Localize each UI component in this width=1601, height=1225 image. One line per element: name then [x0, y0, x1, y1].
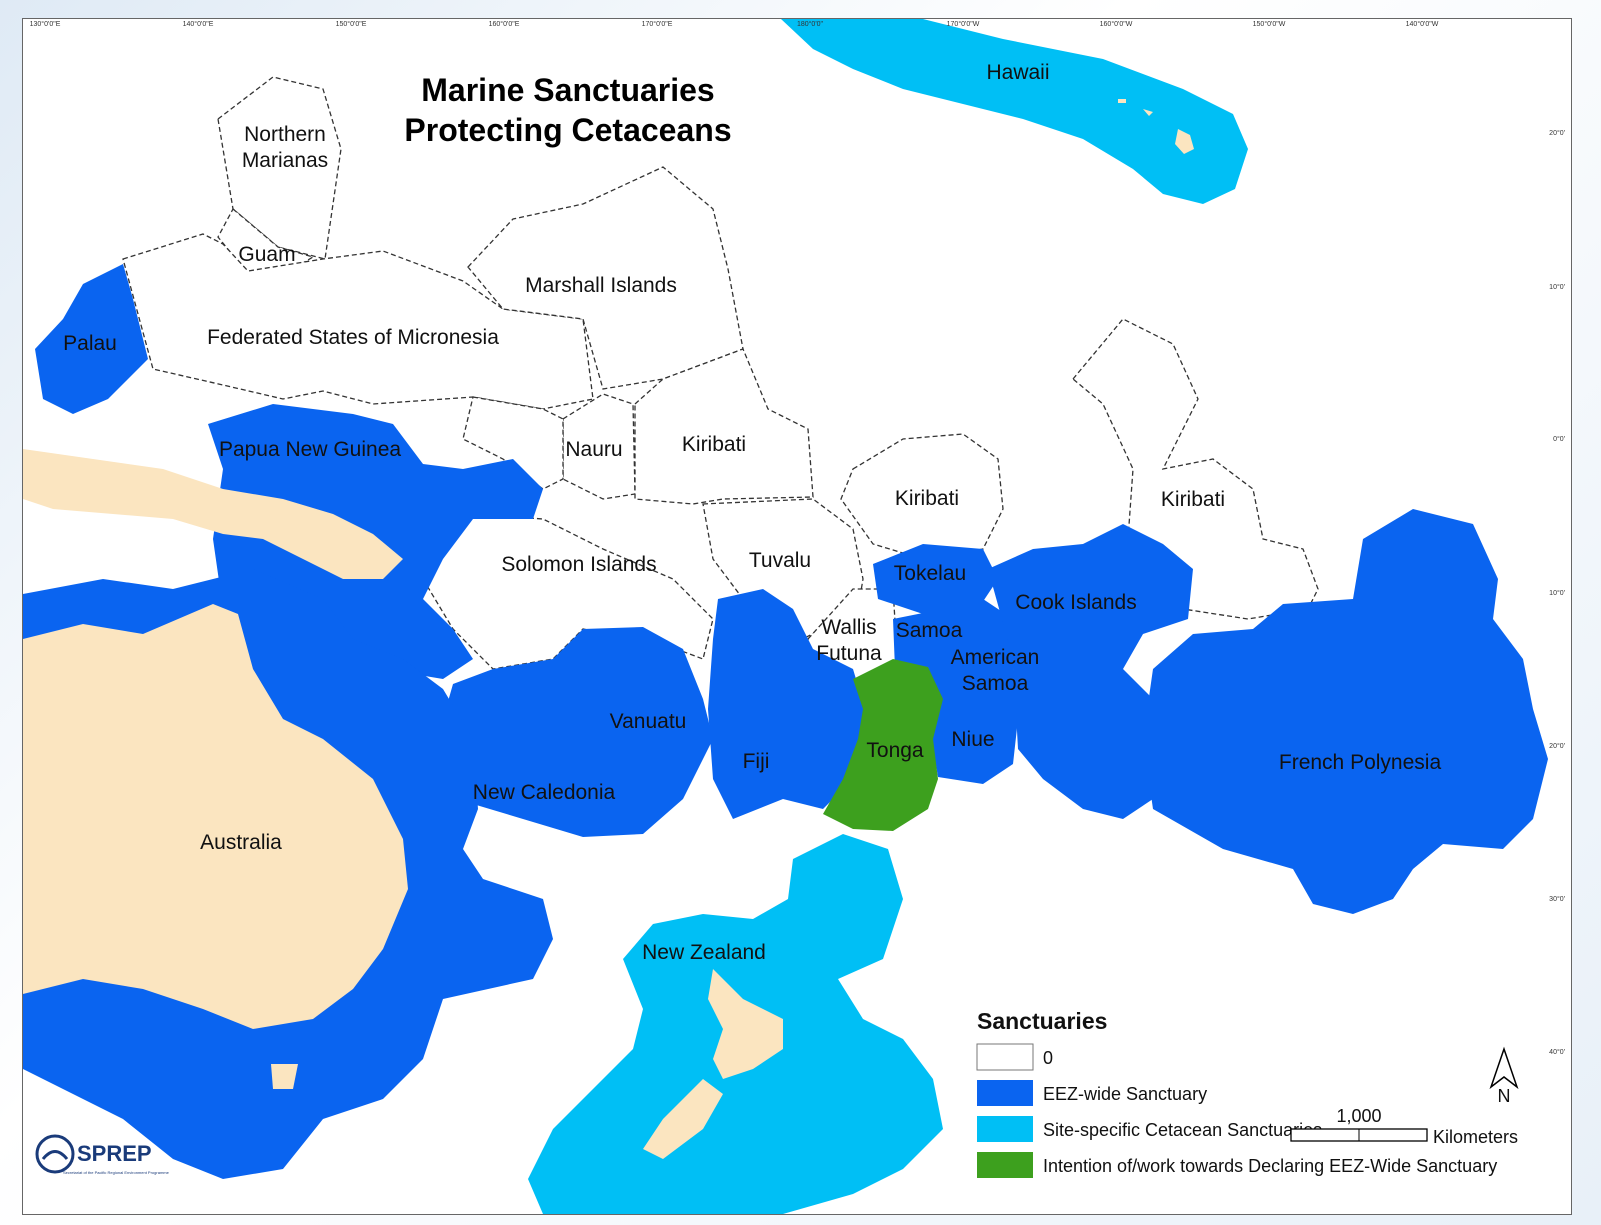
eez-palau [35, 264, 148, 414]
legend-item-none: 0 [1043, 1048, 1053, 1068]
label-solomon: Solomon Islands [501, 553, 656, 576]
label-niue: Niue [951, 728, 994, 751]
australia-land [23, 604, 408, 1029]
tick-top: 180°0'0" [797, 20, 824, 28]
label-png: Papua New Guinea [219, 438, 401, 461]
tick-top: 150°0'0"E [336, 20, 367, 28]
legend-item-site: Site-specific Cetacean Sanctuaries [1043, 1120, 1322, 1140]
eez-vanuatu-newcal [443, 627, 713, 837]
label-wallis-1: Wallis [821, 616, 876, 639]
hawaii-islands [1118, 99, 1194, 154]
eez-kiribati-west [634, 348, 814, 505]
eez-png-north [462, 396, 564, 490]
label-fsm: Federated States of Micronesia [207, 326, 499, 349]
nz-land [643, 969, 783, 1159]
label-kiribati-east: Kiribati [1161, 488, 1225, 511]
legend-item-eez: EEZ-wide Sanctuary [1043, 1084, 1207, 1104]
label-french-polynesia: French Polynesia [1279, 751, 1442, 774]
eez-tonga [823, 659, 943, 831]
map-panel: Marine Sanctuaries Protecting Cetaceans … [22, 18, 1572, 1215]
label-new-caledonia: New Caledonia [473, 781, 616, 804]
eez-kiribati-central [840, 433, 1004, 560]
label-kiribati-west: Kiribati [682, 433, 746, 456]
map-canvas: Marine Sanctuaries Protecting Cetaceans … [23, 19, 1565, 1214]
eez-fsm [122, 233, 594, 410]
png-land [23, 449, 403, 579]
scale-bar: 1,000 Kilometers [1290, 1106, 1518, 1147]
scale-value: 1,000 [1336, 1106, 1381, 1126]
label-american-samoa-1: American [951, 646, 1040, 669]
tick-right: 0°0' [1553, 435, 1565, 443]
label-guam: Guam [238, 243, 295, 266]
label-kiribati-central: Kiribati [895, 487, 959, 510]
label-tonga: Tonga [866, 739, 924, 762]
label-marshall: Marshall Islands [525, 274, 677, 297]
legend-swatch-intention [977, 1152, 1033, 1178]
eez-tokelau [873, 544, 998, 614]
label-tuvalu: Tuvalu [749, 549, 811, 572]
label-palau: Palau [63, 332, 117, 355]
tasmania-land [271, 1064, 298, 1089]
sprep-logo-tagline: Secretariat of the Pacific Regional Envi… [63, 1170, 170, 1175]
label-tokelau: Tokelau [894, 562, 966, 585]
legend: Sanctuaries 0 EEZ-wide Sanctuary Site-sp… [976, 1008, 1497, 1178]
label-cook-islands: Cook Islands [1015, 591, 1136, 614]
tick-right: 30°0' [1549, 895, 1565, 903]
north-label: N [1498, 1086, 1511, 1106]
eez-cook [988, 524, 1193, 819]
graticule-ticks-right: 20°0' 10°0' 0°0' 10°0' 20°0' 30°0' 40°0' [1549, 129, 1565, 1056]
tick-top: 140°0'0"E [183, 20, 214, 28]
tick-top: 170°0'0"W [947, 20, 980, 28]
tick-top: 130°0'0"E [30, 20, 61, 28]
tick-top: 160°0'0"E [489, 20, 520, 28]
label-vanuatu: Vanuatu [610, 710, 687, 733]
label-fiji: Fiji [743, 750, 770, 773]
tick-top: 160°0'0"W [1100, 20, 1133, 28]
eez-samoa-amsamoa-niue [893, 599, 1018, 784]
label-australia: Australia [200, 831, 282, 854]
label-nauru: Nauru [565, 438, 622, 461]
tick-right: 10°0' [1549, 283, 1565, 291]
label-american-samoa-2: Samoa [962, 672, 1029, 695]
graticule-ticks-top: 130°0'0"E 140°0'0"E 150°0'0"E 160°0'0"E … [30, 20, 1439, 28]
eez-french-polynesia [1143, 509, 1548, 914]
sprep-logo-name: SPREP [77, 1141, 152, 1166]
map-title-line1: Marine Sanctuaries [421, 72, 714, 108]
eez-fiji [708, 589, 868, 819]
tick-right: 40°0' [1549, 1048, 1565, 1056]
map-title-line2: Protecting Cetaceans [404, 112, 731, 148]
legend-item-intention: Intention of/work towards Declaring EEZ-… [1043, 1156, 1497, 1176]
tick-top: 170°0'0"E [642, 20, 673, 28]
label-hawaii: Hawaii [986, 61, 1049, 84]
legend-title: Sanctuaries [977, 1008, 1107, 1034]
hawaii-sanctuary [781, 19, 1248, 204]
north-arrow-icon: N [1489, 1046, 1519, 1106]
label-northern-marianas-1: Northern [244, 123, 326, 146]
label-new-zealand: New Zealand [642, 941, 766, 964]
tick-right: 20°0' [1549, 742, 1565, 750]
label-wallis-2: Futuna [816, 642, 882, 665]
tick-right: 10°0' [1549, 589, 1565, 597]
legend-swatch-site [977, 1116, 1033, 1142]
legend-swatch-eez [977, 1080, 1033, 1106]
eez-guam [217, 207, 315, 275]
scale-unit: Kilometers [1433, 1127, 1518, 1147]
sprep-logo: SPREP Secretariat of the Pacific Regiona… [35, 1134, 170, 1175]
legend-swatch-none [976, 1043, 1034, 1071]
tick-top: 150°0'0"W [1253, 20, 1286, 28]
sprep-logo-icon [35, 1134, 75, 1174]
label-northern-marianas-2: Marianas [242, 149, 328, 172]
label-samoa: Samoa [896, 619, 963, 642]
tick-top: 140°0'0"W [1406, 20, 1439, 28]
eez-marshall [467, 166, 744, 390]
tick-right: 20°0' [1549, 129, 1565, 137]
